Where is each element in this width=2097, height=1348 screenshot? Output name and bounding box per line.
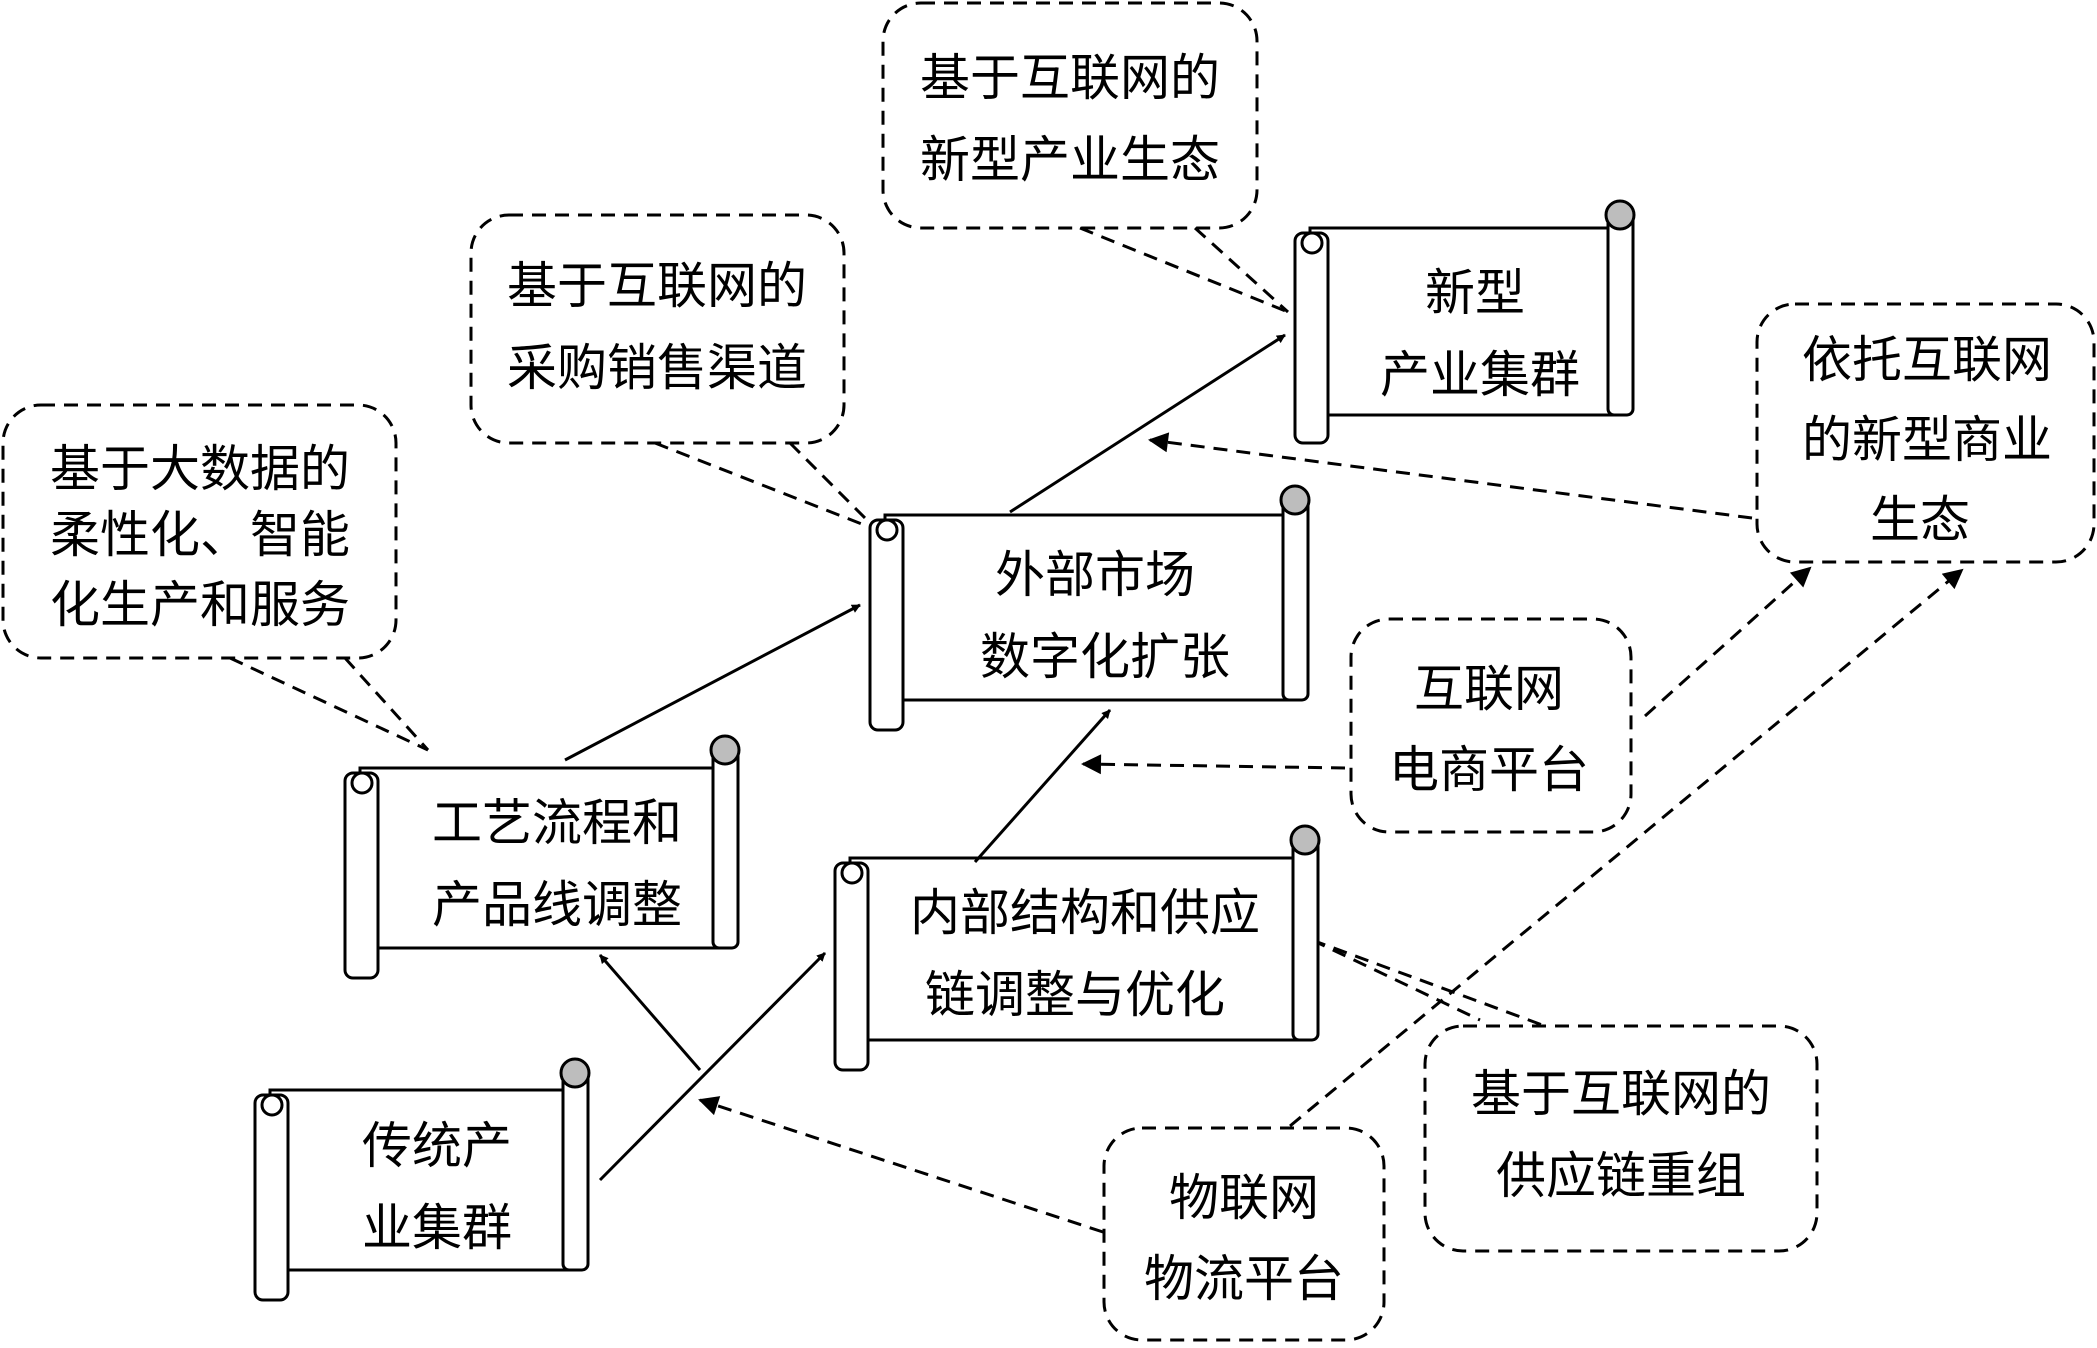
pointer-supply-a	[1311, 938, 1481, 1022]
arrow-external-to-new-cluster	[1009, 333, 1286, 514]
scroll-external-line1: 外部市场	[995, 546, 1195, 604]
dashed-arrow-logistics-to-commerce	[1289, 568, 1964, 1128]
callout-procurement-box	[469, 213, 846, 445]
callout-commerce-line3: 生态	[1870, 491, 1970, 549]
scroll-traditional-line1: 传统产	[362, 1117, 512, 1175]
callout-bigdata-line3: 化生产和服务	[50, 576, 350, 634]
dashed-arrow-ecommerce-to-external	[1081, 754, 1346, 775]
callout-ecology-line1: 基于互联网的	[920, 49, 1220, 107]
scroll-new-cluster-line1: 新型	[1425, 264, 1525, 322]
callout-logistics-line2: 物流平台	[1144, 1250, 1344, 1308]
arrow-traditional-to-internal	[598, 951, 827, 1182]
scroll-process-line2: 产品线调整	[432, 876, 682, 934]
pointer-procurement-b	[788, 441, 879, 532]
callout-bigdata-line1: 基于大数据的	[50, 440, 350, 498]
callout-ecommerce-box	[1349, 617, 1633, 834]
scroll-internal-line1: 内部结构和供应	[910, 884, 1260, 942]
callout-logistics-line1: 物联网	[1169, 1169, 1319, 1227]
scroll-external-line2: 数字化扩张	[980, 628, 1230, 686]
scroll-traditional-line2: 业集群	[362, 1199, 512, 1257]
pointer-supply-b	[1311, 938, 1546, 1028]
scroll-external-market	[868, 484, 1311, 732]
callout-commerce-box	[1755, 302, 2096, 564]
arrow-process-to-external	[564, 603, 861, 762]
callout-bigdata-line2: 柔性化、智能	[50, 506, 350, 564]
scroll-internal-optimization	[833, 824, 1321, 1072]
pointer-bigdata-a	[229, 656, 429, 752]
dashed-arrow-logistics-to-traditional	[698, 1096, 1104, 1234]
callout-supply-chain-line1: 基于互联网的	[1471, 1065, 1771, 1123]
callout-ecommerce-line1: 互联网	[1414, 660, 1564, 718]
scroll-process-adjustment	[343, 734, 741, 980]
callout-logistics-box	[1102, 1126, 1386, 1342]
scroll-traditional-cluster	[253, 1057, 591, 1302]
callout-commerce-line1: 依托互联网	[1802, 331, 2052, 389]
callout-supply-chain-line2: 供应链重组	[1496, 1147, 1746, 1205]
callout-procurement-line2: 采购销售渠道	[507, 339, 807, 397]
callout-commerce-line2: 的新型商业	[1802, 411, 2052, 469]
pointer-bigdata-b	[343, 656, 430, 752]
pointer-ecology-b	[1193, 226, 1290, 314]
scroll-new-cluster-line2: 产业集群	[1380, 346, 1580, 404]
dashed-arrow-ecommerce-to-commerce	[1643, 566, 1812, 718]
callout-bigdata-box	[1, 403, 398, 660]
callout-ecommerce-line2: 电商平台	[1389, 741, 1589, 799]
callout-ecology-box	[881, 1, 1259, 230]
scroll-internal-line2: 链调整与优化	[925, 966, 1225, 1024]
callout-supply-chain-box	[1423, 1024, 1819, 1253]
arrow-internal-to-external	[973, 709, 1112, 863]
callout-ecology-line2: 新型产业生态	[920, 131, 1220, 189]
pointer-procurement-a	[654, 441, 878, 532]
pointer-ecology-a	[1079, 226, 1289, 314]
callout-procurement-line1: 基于互联网的	[507, 257, 807, 315]
arrow-traditional-to-process	[598, 954, 702, 1071]
scroll-new-cluster	[1293, 199, 1636, 445]
dashed-arrow-commerce-to-new-cluster	[1148, 432, 1753, 520]
scroll-process-line1: 工艺流程和	[432, 794, 682, 852]
